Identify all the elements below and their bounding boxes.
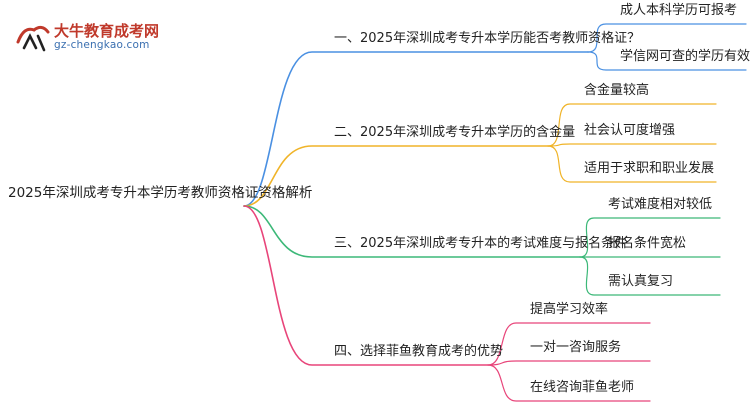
branch-node-4[interactable]: 四、选择菲鱼教育成考的优势 <box>334 344 504 359</box>
leaf-node-4-3[interactable]: 在线咨询菲鱼老师 <box>530 380 635 395</box>
branch-node-1[interactable]: 一、2025年深圳成考专升本学历能否考教师资格证？ <box>334 31 641 46</box>
branch-connector-4 <box>243 205 489 366</box>
branch-connector-2 <box>243 145 549 207</box>
branch-connector-3 <box>243 205 581 258</box>
leaf-connector-3-3 <box>579 256 721 296</box>
leaf-connector-1-2 <box>587 51 747 71</box>
leaf-node-2-3[interactable]: 适用于求职和职业发展 <box>584 161 715 176</box>
leaf-connector-2-3 <box>547 145 717 183</box>
brand-name: 大牛教育成考网 <box>54 22 160 40</box>
leaf-node-2-1[interactable]: 含金量较高 <box>584 83 650 98</box>
leaf-connector-4-2 <box>487 360 651 366</box>
brand-url: gz-chengkao.com <box>54 39 150 51</box>
leaf-node-3-2[interactable]: 报名条件宽松 <box>608 236 687 251</box>
brand-logo[interactable]: 大牛教育成考网 gz-chengkao.com <box>6 14 186 56</box>
leaf-node-4-1[interactable]: 提高学习效率 <box>530 302 609 317</box>
branch-node-3[interactable]: 三、2025年深圳成考专升本的考试难度与报名条件 <box>334 236 628 251</box>
bull-logo-icon <box>16 25 50 52</box>
leaf-connector-2-1 <box>547 103 717 147</box>
branch-node-2[interactable]: 二、2025年深圳成考专升本学历的含金量 <box>334 125 576 140</box>
leaf-node-2-2[interactable]: 社会认可度增强 <box>584 123 676 138</box>
leaf-connector-3-1 <box>579 217 721 258</box>
leaf-connector-4-3 <box>487 364 651 402</box>
root-node[interactable]: 2025年深圳成考专升本学历考教师资格证资格解析 <box>8 185 313 201</box>
leaf-node-4-2[interactable]: 一对一咨询服务 <box>530 340 622 355</box>
leaf-connector-4-1 <box>487 322 651 366</box>
leaf-node-1-1[interactable]: 成人本科学历可报考 <box>620 3 738 18</box>
branch-connector-1 <box>243 51 589 207</box>
leaf-node-1-2[interactable]: 学信网可查的学历有效 <box>620 49 750 64</box>
leaf-node-3-1[interactable]: 考试难度相对较低 <box>608 197 713 212</box>
leaf-connector-2-2 <box>547 143 717 147</box>
leaf-node-3-3[interactable]: 需认真复习 <box>608 274 674 289</box>
leaf-connector-1-1 <box>587 23 747 53</box>
